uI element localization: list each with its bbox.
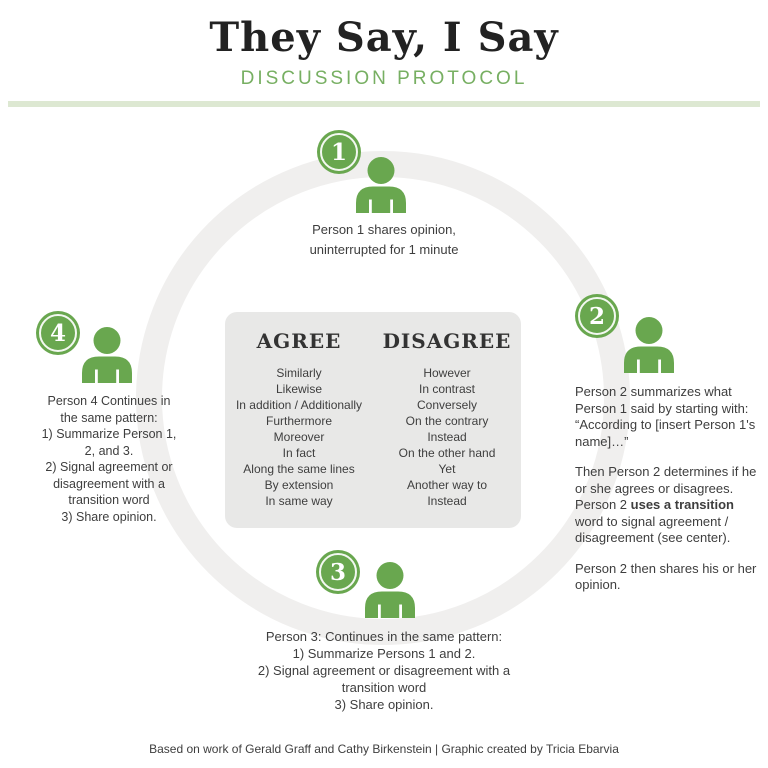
step-4-number-badge: 4 [36, 311, 80, 355]
step-4-caption: Person 4 Continues in the same pattern: … [41, 394, 177, 524]
credit-line: Based on work of Gerald Graff and Cathy … [149, 742, 619, 756]
page-subtitle: DISCUSSION PROTOCOL [240, 68, 528, 89]
person-icon [365, 562, 415, 618]
agree-heading: AGREE [256, 329, 342, 353]
disagree-word-list: However In contrast Conversely On the co… [398, 366, 496, 508]
transition-words-box: AGREE Similarly Likewise In addition / A… [225, 312, 521, 528]
step-2-description: Person 2 summarizes what Person 1 said b… [575, 384, 757, 592]
person-icon [356, 157, 406, 213]
step-3-caption: Person 3: Continues in the same pattern:… [257, 629, 511, 712]
agree-column: AGREE Similarly Likewise In addition / A… [225, 312, 373, 528]
disagree-heading: DISAGREE [382, 329, 512, 353]
step-1-caption: Person 1 shares opinion, uninterrupted f… [309, 222, 459, 257]
divider [8, 101, 760, 107]
step-2-number: 2 [588, 302, 605, 330]
step-4-number: 4 [49, 319, 66, 347]
person-icon [624, 317, 674, 373]
step-1-number: 1 [330, 138, 347, 166]
step-3-number: 3 [329, 558, 346, 586]
person-icon [82, 327, 132, 383]
agree-word-list: Similarly Likewise In addition / Additio… [235, 366, 363, 508]
step-3-number-badge: 3 [316, 550, 360, 594]
step-2-number-badge: 2 [575, 294, 619, 338]
page-title: They Say, I Say [209, 14, 559, 61]
step-1-number-badge: 1 [317, 130, 361, 174]
disagree-column: DISAGREE However In contrast Conversely … [373, 312, 521, 528]
